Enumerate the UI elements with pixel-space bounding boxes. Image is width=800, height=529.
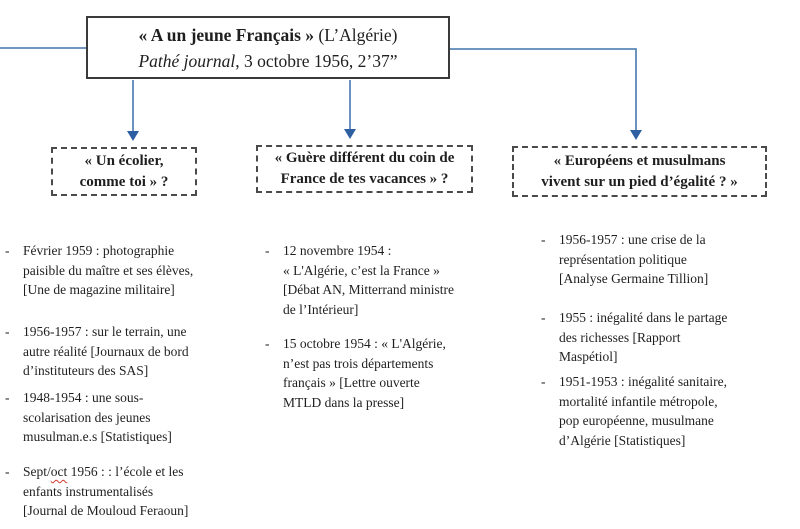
dash-marker: - (541, 232, 546, 247)
dash-marker: - (541, 374, 546, 389)
list-item: - 1951-1953 : inégalité sanitaire, morta… (541, 372, 773, 450)
dash-marker: - (265, 336, 270, 351)
list-item-line: Maspétiol] (559, 349, 618, 364)
dash-marker: - (265, 243, 270, 258)
list-item-line: enfants instrumentalisés (23, 483, 154, 499)
list-item-line: n’est pas trois départements (283, 355, 434, 371)
list-item-line: représentation politique (559, 251, 687, 267)
title-date-duration: , 3 octobre 1956, 2’37” (235, 50, 398, 71)
list-item-line: [Journal de Mouloud Feraoun] (23, 503, 189, 518)
list-item-line: Sept/oct 1956 : : l’école et les (23, 462, 188, 482)
arrowhead-right-icon (630, 130, 642, 140)
list-item-line: « L'Algérie, c’est la France » (283, 262, 440, 278)
branch-header-vacances: « Guère différent du coin de France de t… (256, 145, 473, 193)
dash-marker: - (5, 464, 10, 479)
list-item: - 1955 : inégalité dans le partage des r… (541, 308, 773, 367)
list-item-line: [Débat AN, Mitterrand ministre (283, 282, 454, 297)
list-item-text: 15 octobre 1954 : « L'Algérie, n’est pas… (283, 334, 446, 412)
list-item-line: Février 1959 : photographie (23, 243, 175, 258)
list-item-line: MTLD dans la presse] (283, 394, 405, 410)
list-item-text: 1955 : inégalité dans le partage des ric… (559, 308, 727, 367)
title-subject: (L’Algérie) (314, 24, 398, 45)
dash-marker: - (5, 390, 10, 405)
list-item-line: de l’Intérieur] (283, 301, 359, 317)
list-item-line: paisible du maître et ses élèves, (23, 262, 194, 278)
branch-header-line: « Européens et musulmans (553, 152, 726, 169)
branch-header-line: comme toi » ? (79, 173, 169, 190)
branch-header-line: « Un écolier, (84, 152, 164, 169)
branch-header-ecolier: « Un écolier, comme toi » ? (51, 147, 197, 196)
branch-header-egalite: « Européens et musulmans vivent sur un p… (512, 146, 767, 197)
list-item: - Février 1959 : photographie paisible d… (5, 241, 227, 300)
list-item-line: musulman.e.s [Statistiques] (23, 429, 172, 444)
list-item-text: 1956-1957 : une crise de la représentati… (559, 230, 708, 289)
list-item-text: 12 novembre 1954 : « L'Algérie, c’est la… (283, 241, 454, 319)
list-item-line: scolarisation des jeunes (23, 409, 151, 425)
list-item-text: 1948-1954 : une sous- scolarisation des … (23, 388, 172, 447)
list-item-line: 1948-1954 : une sous- (23, 390, 144, 405)
list-item-line: 1956-1957 : sur le terrain, une (23, 324, 187, 339)
dash-marker: - (541, 310, 546, 325)
line-segment: 1956 : : l’école et les (67, 464, 184, 479)
list-item-line: pop européenne, musulmane (559, 413, 714, 428)
line-segment: Sept/ (23, 464, 51, 479)
branch-header-line: France de tes vacances » ? (280, 171, 449, 187)
list-item-line: 1955 : inégalité dans le partage (559, 310, 728, 325)
title-source: Pathé journal (138, 50, 236, 71)
list-item-line: d’Algérie [Statistiques] (559, 432, 686, 448)
arrowhead-left-icon (127, 131, 139, 141)
list-item-text: 1956-1957 : sur le terrain, une autre ré… (23, 322, 189, 381)
list-item-line: mortalité infantile métropole, (559, 393, 718, 409)
list-item-line: d’instituteurs des SAS] (23, 363, 149, 378)
list-item: - 1956-1957 : sur le terrain, une autre … (5, 322, 227, 381)
list-item: - 1956-1957 : une crise de la représenta… (541, 230, 773, 289)
branch-header-line: vivent sur un pied d’égalité ? » (541, 173, 738, 190)
list-item-line: 12 novembre 1954 : (283, 243, 392, 258)
list-item-line: [Analyse Germaine Tillion] (559, 271, 709, 286)
branch-header-line: « Guère différent du coin de (274, 150, 455, 166)
list-item: - 12 novembre 1954 : « L'Algérie, c’est … (265, 241, 493, 319)
list-item-line: 15 octobre 1954 : « L'Algérie, (283, 336, 446, 351)
list-item-text: 1951-1953 : inégalité sanitaire, mortali… (559, 372, 727, 450)
list-item-line: des richesses [Rapport (559, 329, 681, 345)
list-item: - Sept/oct 1956 : : l’école et les enfan… (5, 462, 227, 521)
list-item: - 15 octobre 1954 : « L'Algérie, n’est p… (265, 334, 493, 412)
list-item-line: 1956-1957 : une crise de la (559, 232, 706, 247)
dash-marker: - (5, 324, 10, 339)
title-line-1: « A un jeune Français » (L’Algérie) (139, 22, 398, 48)
list-item-line: 1951-1953 : inégalité sanitaire, (559, 374, 727, 389)
list-item-text: Sept/oct 1956 : : l’école et les enfants… (23, 462, 188, 521)
arrowhead-middle-icon (344, 129, 356, 139)
spellcheck-underlined-word: oct (50, 464, 68, 479)
title-line-2: Pathé journal, 3 octobre 1956, 2’37” (138, 48, 397, 74)
connector-right-branch (449, 48, 637, 134)
title-box: « A un jeune Français » (L’Algérie) Path… (86, 16, 450, 79)
list-item-line: autre réalité [Journaux de bord (23, 343, 189, 359)
list-item-text: Février 1959 : photographie paisible du … (23, 241, 193, 300)
title-quote: « A un jeune Français » (138, 24, 315, 45)
list-item: - 1948-1954 : une sous- scolarisation de… (5, 388, 227, 447)
dash-marker: - (5, 243, 10, 258)
list-item-line: [Une de magazine militaire] (23, 282, 175, 297)
list-item-line: français » [Lettre ouverte (283, 375, 420, 390)
